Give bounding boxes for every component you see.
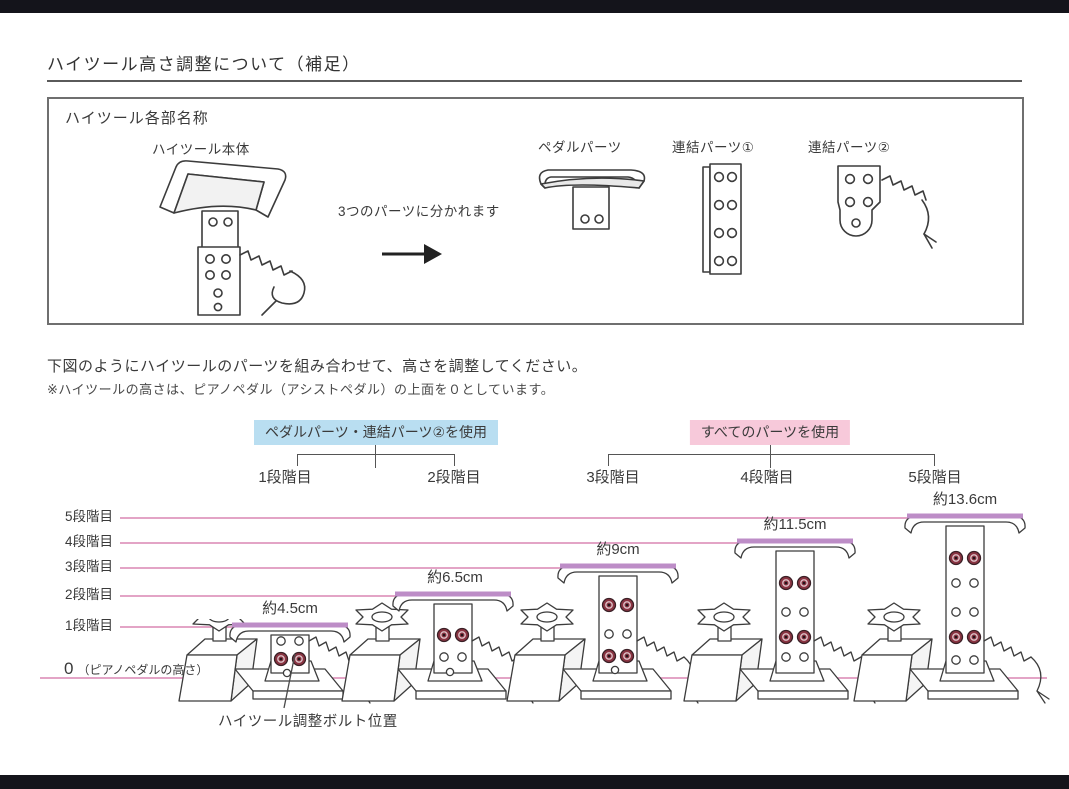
group0-stem <box>375 445 377 468</box>
parts-name-box <box>47 97 1024 325</box>
link-part1-illustration <box>702 163 742 275</box>
axis-label-3dan: 3段階目 <box>64 559 113 574</box>
letterbox-top <box>0 0 1069 13</box>
instruction-line1: 下図のようにハイツールのパーツを組み合わせて、高さを調整してください。 <box>47 358 588 375</box>
zero-axis-label: 0 （ピアノペダルの高さ） <box>64 659 208 679</box>
measure-line-4dan <box>120 542 840 544</box>
bolt-position-note: ハイツール調整ボルト位置 <box>218 714 398 730</box>
measure-line-3dan <box>120 567 672 569</box>
zero-value: 0 <box>64 659 74 678</box>
measure-line-2dan <box>120 595 498 597</box>
height-label-5: 約13.6cm <box>932 491 998 508</box>
link-part1-label: 連結パーツ① <box>672 140 755 155</box>
measure-line-5dan <box>120 517 1012 519</box>
parts-box-title: ハイツール各部名称 <box>65 110 209 127</box>
title-underline <box>47 80 1022 82</box>
axis-label-5dan: 5段階目 <box>64 509 113 524</box>
group1-stem <box>770 445 772 468</box>
page-title: ハイツール高さ調整について（補足） <box>47 55 361 74</box>
stage-label-4: 4段階目 <box>740 469 794 486</box>
axis-label-2dan: 2段階目 <box>64 587 113 602</box>
group-label-all-parts: すべてのパーツを使用 <box>689 420 851 445</box>
tool-figure-4 <box>683 538 880 704</box>
height-label-3: 約9cm <box>596 541 640 558</box>
letterbox-bottom <box>0 775 1069 789</box>
group-label-pedal-link2: ペダルパーツ・連結パーツ②を使用 <box>254 420 498 445</box>
tool-figure-3 <box>506 563 703 704</box>
axis-label-1dan: 1段階目 <box>64 618 113 633</box>
group0-bracket <box>297 454 455 466</box>
instruction-note: ※ハイツールの高さは、ピアノペダル（アシストペダル）の上面を０としています。 <box>47 382 555 397</box>
bolt-note-leader-line <box>283 653 296 709</box>
height-label-2: 約6.5cm <box>427 569 483 586</box>
main-part-label: ハイツール本体 <box>152 142 250 157</box>
split-arrow-icon <box>382 244 442 264</box>
hitool-body-illustration <box>159 160 306 316</box>
axis-label-4dan: 4段階目 <box>64 534 113 549</box>
link-part2-illustration <box>837 165 937 249</box>
stage-label-5: 5段階目 <box>908 469 962 486</box>
split-note: 3つのパーツに分かれます <box>338 204 500 219</box>
pedal-part-illustration <box>538 169 646 230</box>
tool-figure-5 <box>853 513 1050 704</box>
pedal-part-label: ペダルパーツ <box>538 140 622 155</box>
zero-suffix: （ピアノペダルの高さ） <box>77 663 209 677</box>
link-part2-label: 連結パーツ② <box>808 140 891 155</box>
stage-label-2: 2段階目 <box>427 469 481 486</box>
stage-label-1: 1段階目 <box>258 469 312 486</box>
group1-bracket <box>608 454 935 466</box>
height-label-4: 約11.5cm <box>763 516 827 533</box>
stage-label-3: 3段階目 <box>586 469 640 486</box>
height-label-1: 約4.5cm <box>262 600 318 617</box>
